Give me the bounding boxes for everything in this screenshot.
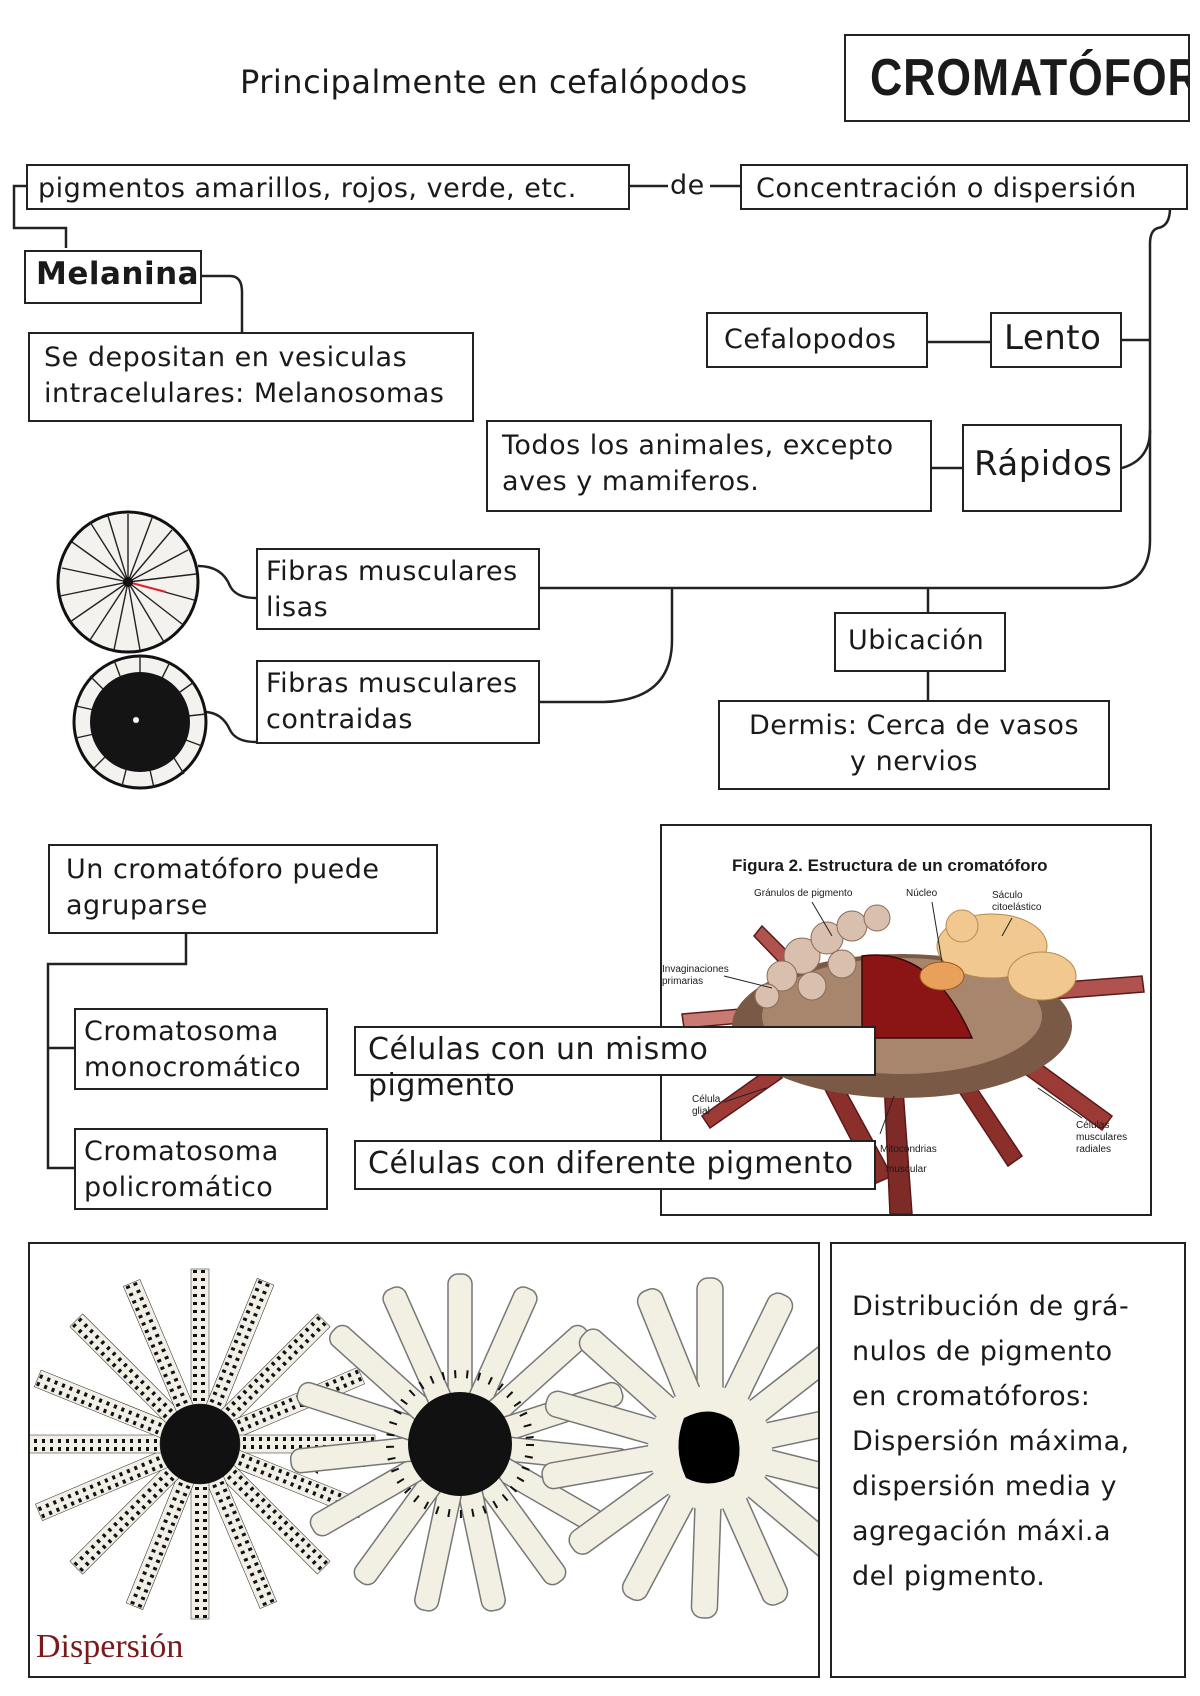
- chromatophore-contracted-icon: [72, 654, 208, 790]
- figure-label-celula-glial-line2: glial: [692, 1106, 710, 1117]
- node-melanosomas-line1: Se depositan en vesiculas: [44, 342, 408, 373]
- dispersion-stages-icon: [30, 1268, 818, 1620]
- node-dermis: Dermis: Cerca de vasos y nervios: [718, 700, 1110, 790]
- node-policromatico-line2: policromático: [84, 1172, 274, 1203]
- node-cefalopodos: Cefalopodos: [706, 312, 928, 368]
- node-todos-line1: Todos los animales, excepto: [502, 430, 894, 461]
- node-todos-line2: aves y mamiferos.: [502, 466, 760, 497]
- caption-line-1: Distribución de grá-: [852, 1291, 1130, 1322]
- figure-label-celula-glial: Célula glial: [692, 1094, 720, 1118]
- node-melanosomas: Se depositan en vesiculas intracelulares…: [28, 332, 474, 422]
- figure-label-celulas-musculares-line3: radiales: [1076, 1144, 1112, 1155]
- figure-label-saculo: Sáculo citoelástico: [992, 890, 1041, 914]
- figure-label-invaginaciones: Invaginaciones primarias: [662, 964, 729, 988]
- figure-label-saculo-line1: Sáculo: [992, 890, 1023, 901]
- caption-line-5: dispersión media y: [852, 1471, 1117, 1502]
- node-dermis-line2: y nervios: [850, 746, 978, 777]
- page-title: CROMATÓFOROS: [869, 49, 1188, 107]
- node-de: de: [670, 170, 705, 201]
- dispersion-label: Dispersión: [36, 1628, 184, 1665]
- node-diferente-pigmento: Células con diferente pigmento: [354, 1140, 876, 1190]
- node-rapidos: Rápidos: [962, 424, 1122, 512]
- node-monocromatico-line1: Cromatosoma: [84, 1016, 279, 1047]
- figure-label-celulas-musculares-line2: musculares: [1076, 1132, 1128, 1143]
- node-agrupar-line1: Un cromatóforo puede: [66, 854, 380, 885]
- title-box: CROMATÓFOROS: [844, 34, 1190, 122]
- subtitle: Principalmente en cefalópodos: [240, 63, 748, 101]
- node-mismo-pigmento: Células con un mismo pigmento: [354, 1026, 876, 1103]
- node-agrupar-line2: agruparse: [66, 890, 208, 921]
- caption-line-6: agregación máxi.a: [852, 1516, 1112, 1547]
- node-policromatico-line1: Cromatosoma: [84, 1136, 279, 1167]
- caption-line-3: en cromatóforos:: [852, 1381, 1091, 1412]
- node-fibras-lisas: Fibras musculares lisas: [256, 548, 540, 630]
- figure-label-celulas-musculares: Células musculares radiales: [1076, 1120, 1127, 1156]
- figure-title: Figura 2. Estructura de un cromatóforo: [732, 856, 1048, 875]
- node-policromatico: Cromatosoma policromático: [74, 1128, 328, 1210]
- figure-label-nucleo: Núcleo: [906, 888, 938, 899]
- node-fibras-lisas-line2: lisas: [266, 592, 329, 623]
- node-ubicacion: Ubicación: [834, 612, 1006, 672]
- figure-label-saculo-line2: citoelástico: [992, 902, 1042, 913]
- chromatophore-dispersed-icon: [56, 510, 200, 654]
- node-dermis-line1: Dermis: Cerca de vasos: [748, 710, 1080, 741]
- node-fibras-contraidas-line2: contraidas: [266, 704, 413, 735]
- figure-label-invaginaciones-line2: primarias: [662, 976, 704, 987]
- caption-line-7: del pigmento.: [852, 1561, 1046, 1592]
- node-fibras-lisas-line1: Fibras musculares: [266, 556, 518, 587]
- node-pigments: pigmentos amarillos, rojos, verde, etc.: [26, 164, 630, 210]
- node-fibras-contraidas-line1: Fibras musculares: [266, 668, 518, 699]
- figure-label-invaginaciones-line1: Invaginaciones: [662, 964, 729, 975]
- node-melanina: Melanina: [24, 250, 202, 304]
- dispersion-caption: Distribución de grá- nulos de pigmento e…: [830, 1242, 1186, 1678]
- caption-line-4: Dispersión máxima,: [852, 1426, 1130, 1457]
- node-melanosomas-line2: intracelulares: Melanosomas: [44, 378, 445, 409]
- figure-label-celulas-musculares-line1: Células: [1076, 1120, 1110, 1131]
- node-monocromatico: Cromatosoma monocromático: [74, 1008, 328, 1090]
- caption-line-2: nulos de pigmento: [852, 1336, 1113, 1367]
- node-monocromatico-line2: monocromático: [84, 1052, 302, 1083]
- figure-label-mitocondrias: Mitocondrias: [880, 1144, 937, 1155]
- figure-label-musculo: muscular: [886, 1164, 927, 1175]
- node-todos: Todos los animales, excepto aves y mamif…: [486, 420, 932, 512]
- node-concentration: Concentración o dispersión: [740, 164, 1188, 210]
- dispersion-illustration: Dispersión: [28, 1242, 820, 1678]
- figure-label-granulos: Gránulos de pigmento: [754, 888, 853, 899]
- node-fibras-contraidas: Fibras musculares contraidas: [256, 660, 540, 744]
- figure-label-celula-glial-line1: Célula: [692, 1094, 721, 1105]
- node-agrupar: Un cromatóforo puede agruparse: [48, 844, 438, 934]
- node-lento: Lento: [990, 312, 1122, 368]
